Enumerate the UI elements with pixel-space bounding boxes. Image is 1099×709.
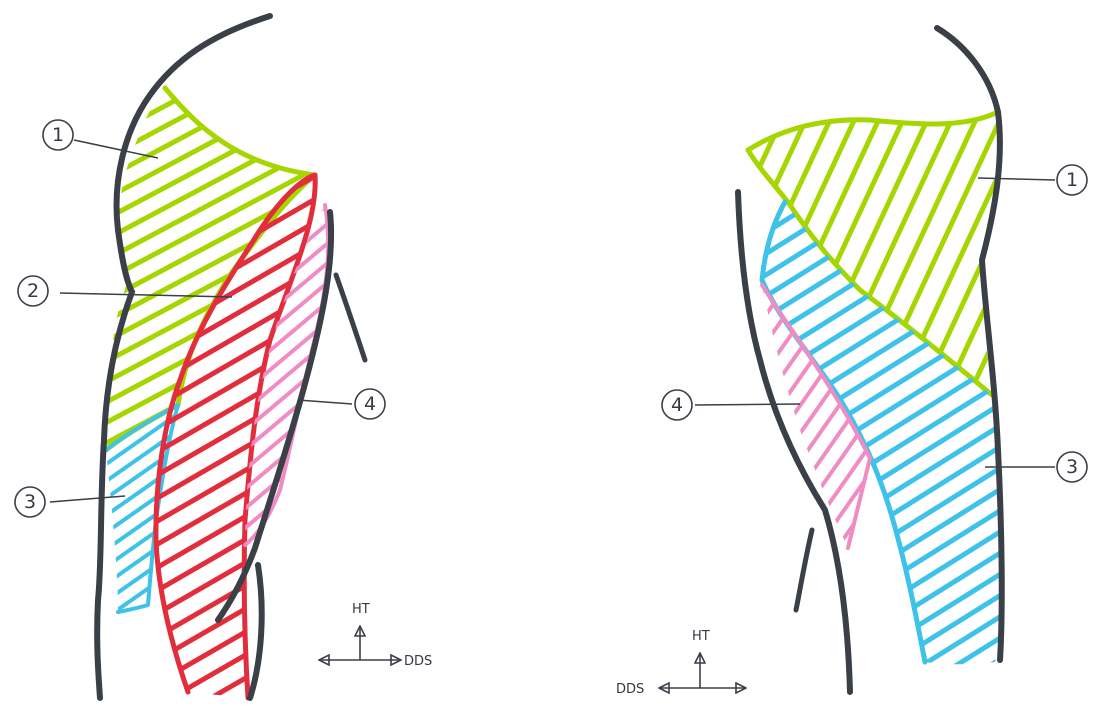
right-label-3: 3 [1057,452,1087,482]
right-label-1: 1 [1057,165,1087,195]
left-label-3: 3 [15,487,45,517]
left-label-4: 4 [355,389,385,419]
right-leader-4 [695,404,800,405]
left-label-1-text: 1 [52,124,64,146]
right-axis-left-label: DDS [616,682,644,697]
right-label-3-text: 3 [1066,456,1078,478]
right-axis-up-label: HT [692,629,710,644]
right-outline-knee [796,530,812,610]
left-outline-lower [250,565,262,698]
right-orientation-axes: HT DDS [616,629,745,697]
right-thigh-view: 1 4 3 HT DDS [616,28,1087,697]
left-axis-up-label: HT [352,602,370,617]
left-label-2: 2 [18,276,48,306]
right-label-4: 4 [662,390,692,420]
left-leader-4 [298,400,352,404]
left-orientation-axes: HT DDS [320,602,432,669]
left-axis-right-label: DDS [404,654,432,669]
left-thigh-view: 1 2 3 4 HT DDS [15,16,432,698]
right-label-4-text: 4 [671,394,683,416]
left-label-1: 1 [43,120,73,150]
left-label-2-text: 2 [27,280,39,302]
left-label-4-text: 4 [364,393,376,415]
right-label-1-text: 1 [1066,169,1078,191]
left-label-3-text: 3 [24,491,36,513]
left-outline-belly [336,275,365,360]
